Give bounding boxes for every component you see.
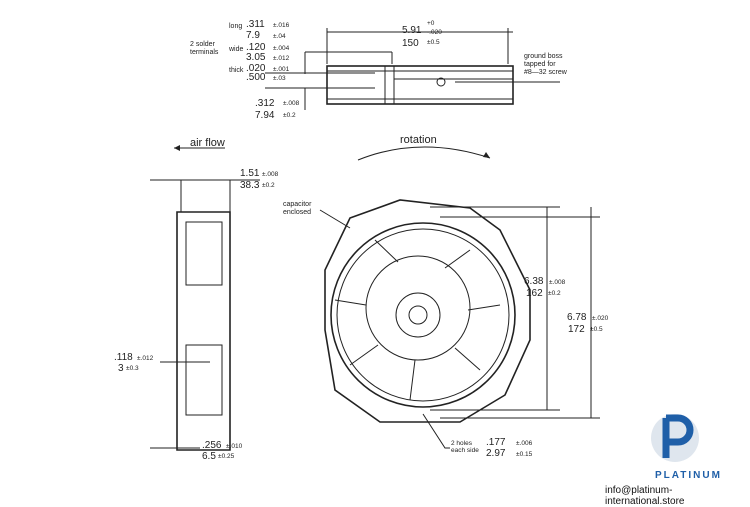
dimension-text: ±0.3 xyxy=(126,365,139,372)
dimension-text: ±.020 xyxy=(592,315,609,322)
dimension-text: .118 xyxy=(114,352,133,363)
dimension-text: terminals xyxy=(190,49,219,56)
dimension-text: 6.38 xyxy=(524,276,544,287)
ground-boss-icon xyxy=(436,77,446,87)
dimension-text: .256 xyxy=(202,440,222,451)
dimension-text: enclosed xyxy=(283,209,311,216)
side-view: air flow 1.51±.008 38.3±0.2 .118±.012 3±… xyxy=(114,137,279,462)
dimension-text: air flow xyxy=(190,137,225,149)
fan-ring xyxy=(330,222,516,408)
dimension-text: ±.016 xyxy=(273,22,290,29)
dimension-text: 38.3 xyxy=(240,180,260,191)
dimension-text: 2 holes xyxy=(451,440,473,447)
dimension-text: 3 xyxy=(118,363,124,374)
dimension-text: 2.97 xyxy=(486,448,506,459)
logo-text: PLATINUM xyxy=(655,470,722,481)
dimension-text: ±.001 xyxy=(273,66,290,73)
dimension-text: .177 xyxy=(486,437,506,448)
dimension-text: wide xyxy=(228,46,244,53)
fan-blades xyxy=(334,239,501,401)
fan-top-outline xyxy=(326,65,514,105)
dimension-text: ground boss xyxy=(524,53,563,60)
dimension-text: thick xyxy=(229,67,244,74)
dimension-text: ±.012 xyxy=(137,355,154,362)
dimension-text: 172 xyxy=(568,324,585,335)
dimension-text: .500 xyxy=(246,72,266,83)
dimension-text: #8—32 screw xyxy=(524,69,568,76)
dimension-text: .311 xyxy=(246,19,265,30)
dimension-text: 2 solder xyxy=(190,41,216,48)
dimension-text: each side xyxy=(451,447,479,454)
dimension-text: -.020 xyxy=(427,29,442,36)
dimension-text: tapped for xyxy=(524,61,556,68)
top-view: 5.91 +0 -.020 150 ±0.5 2 solder terminal… xyxy=(190,19,568,121)
airflow-arrow-icon xyxy=(174,145,180,151)
dimension-text: ±0.5 xyxy=(590,326,603,333)
dimension-text: +0 xyxy=(427,20,435,27)
dimension-text: 162 xyxy=(526,288,543,299)
dimension-text: .120 xyxy=(246,42,266,53)
dimension-text: ±.010 xyxy=(226,443,243,450)
dimension-text: 6.78 xyxy=(567,312,587,323)
dimension-text: ±.004 xyxy=(273,45,290,52)
dimension-text: long xyxy=(229,23,242,30)
dimension-text: 6.5 xyxy=(202,451,216,462)
dimension-text: ±.008 xyxy=(549,279,566,286)
fan-side-outline xyxy=(176,211,231,451)
dimension-text: 1.51 xyxy=(240,168,260,179)
dimension-text: ±0.2 xyxy=(283,112,296,119)
dimension-text: 7.9 xyxy=(246,30,260,41)
dimension-text: 5.91 xyxy=(402,25,422,36)
dimension-text: ±.03 xyxy=(273,75,286,82)
dimension-text: rotation xyxy=(400,134,437,146)
dimension-text: 7.94 xyxy=(255,110,275,121)
dimension-text: ±.008 xyxy=(262,171,279,178)
dimension-text: ±.008 xyxy=(283,100,300,107)
dimension-text: 150 xyxy=(402,38,419,49)
dimension-text: capacitor xyxy=(283,201,312,208)
rotation-arrow-icon xyxy=(357,146,491,161)
dimension-text: ±0.2 xyxy=(548,290,561,297)
contact-email: info@platinum-international.store xyxy=(605,485,685,507)
platinum-logo xyxy=(651,414,699,462)
dimension-text: ±.006 xyxy=(516,440,533,447)
dimension-text: .312 xyxy=(255,98,275,109)
dimension-text: .020 xyxy=(246,63,266,74)
dimension-text: ±0.15 xyxy=(516,451,533,458)
fan-hub xyxy=(365,255,471,361)
dimension-text: ±0.5 xyxy=(427,39,440,46)
dimension-text: ±0.2 xyxy=(262,182,275,189)
front-view: rotation capacitor enclosed 6.38 ±.008 16… xyxy=(283,134,609,459)
dimension-text: ±.012 xyxy=(273,55,290,62)
dimension-text: 3.05 xyxy=(246,52,266,63)
dimension-text: ±0.25 xyxy=(218,453,235,460)
dimension-text: ±.04 xyxy=(273,33,286,40)
fan-frame xyxy=(324,199,531,423)
